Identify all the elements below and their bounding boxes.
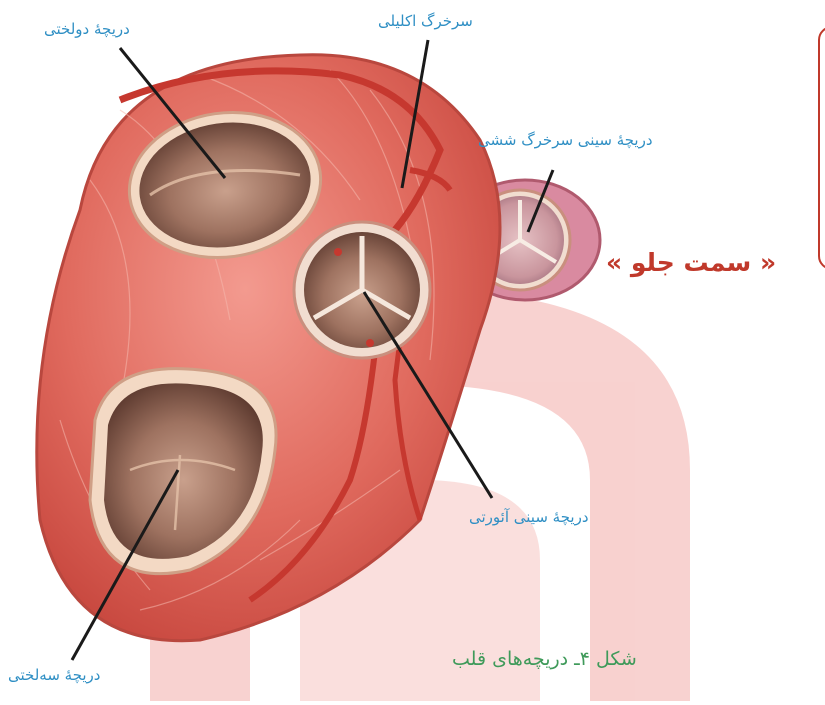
aortic-valve-label: دریچهٔ سینی آئورتی [469,508,589,526]
front-direction-label: « سمت جلو » [606,248,776,277]
aortic-valve [294,222,430,358]
side-note-box [818,26,825,270]
pulmonary-valve-label: دریچهٔ سینی سرخرگ ششی [478,131,653,149]
figure-caption: شکل ۴ـ دریچه‌های قلب [452,648,637,670]
tricuspid-valve-label: دریچهٔ سه‌لختی [8,666,100,684]
coronary-artery-label: سرخرگ اکلیلی [378,12,473,30]
mitral-valve-label: دریچهٔ دولختی [44,20,130,38]
